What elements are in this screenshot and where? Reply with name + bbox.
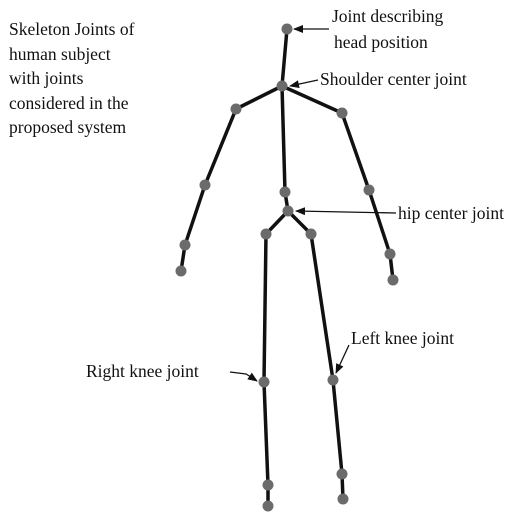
head-label-line-2: head position	[334, 32, 428, 52]
joint-wrist-left	[180, 240, 191, 251]
joint-wrist-right	[385, 249, 396, 260]
joint-hand-right	[388, 275, 399, 286]
joint-shoulder-left	[231, 104, 242, 115]
callout-labels: Joint describing head position Shoulder …	[86, 6, 504, 381]
joint-knee-right	[259, 377, 270, 388]
joint-elbow-right	[364, 185, 375, 196]
bone-forearm-right	[369, 190, 390, 254]
joint-elbow-left	[200, 180, 211, 191]
bone-shoulder-right	[282, 86, 342, 113]
bone-upperarm-left	[205, 109, 236, 185]
joint-knee-left	[328, 375, 339, 386]
bone-thigh-left	[311, 234, 333, 380]
bone-thigh-right	[264, 234, 266, 382]
shoulder-center-label: Shoulder center joint	[320, 69, 467, 89]
bone-upperarm-right	[342, 113, 369, 190]
head-label-line-1: Joint describing	[332, 6, 444, 26]
joint-head	[282, 24, 293, 35]
joint-shoulder-center	[277, 81, 288, 92]
shoulder-callout-arrow	[290, 80, 318, 86]
joint-ankle-left	[337, 469, 348, 480]
bone-shoulder-left	[236, 86, 282, 109]
joint-ankle-right	[263, 480, 274, 491]
hip-center-label: hip center joint	[398, 203, 504, 223]
right-knee-callout-arrow	[230, 372, 257, 381]
joint-foot-left	[338, 494, 349, 505]
skeleton-joints	[176, 24, 399, 512]
skeleton-bones	[181, 29, 393, 506]
bone-spine-upper	[282, 86, 285, 192]
left-knee-callout-arrow	[336, 345, 349, 373]
left-knee-label: Left knee joint	[351, 328, 454, 348]
bone-forearm-left	[185, 185, 205, 245]
joint-spine	[280, 187, 291, 198]
joint-hip-right	[261, 229, 272, 240]
right-knee-label: Right knee joint	[86, 361, 199, 381]
bone-shin-right	[264, 382, 268, 485]
joint-shoulder-right	[337, 108, 348, 119]
joint-foot-right	[263, 501, 274, 512]
bone-shin-left	[333, 380, 342, 474]
joint-hip-left	[306, 229, 317, 240]
hip-callout-arrow	[296, 211, 396, 213]
bone-head-neck	[282, 29, 287, 86]
joint-hip-center	[283, 206, 294, 217]
joint-hand-left	[176, 266, 187, 277]
